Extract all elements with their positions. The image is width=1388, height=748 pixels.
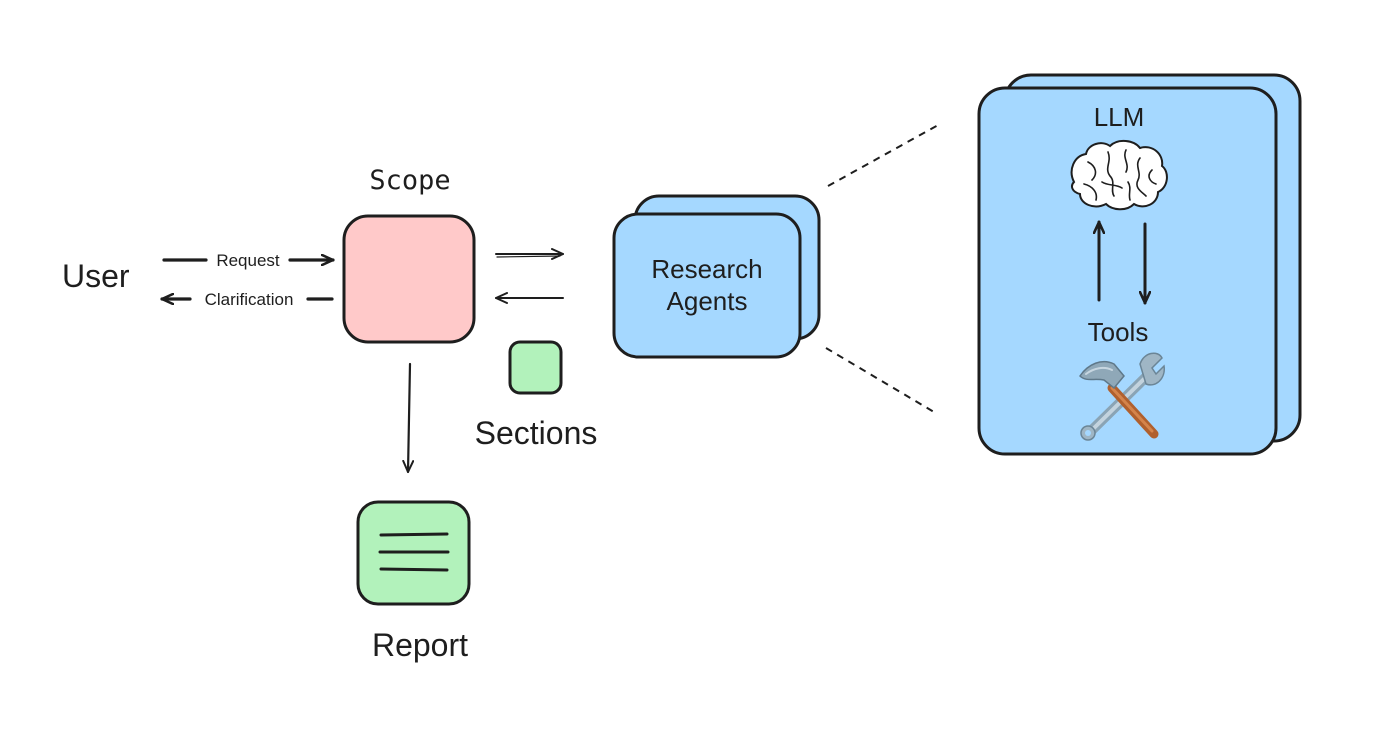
report-label: Report — [372, 627, 468, 663]
agent-detail-card — [977, 86, 1278, 456]
hammer-and-wrench-icon — [1079, 352, 1165, 441]
scope-label: Scope — [369, 165, 450, 196]
document-lines-icon — [356, 500, 471, 606]
scope-to-report-arrow — [402, 362, 415, 474]
sections-label: Sections — [475, 415, 598, 451]
agent-detail-panel: LLM Tools — [977, 73, 1302, 456]
zoom-connector-top — [827, 123, 941, 187]
clarification-label: Clarification — [205, 290, 294, 309]
tools-label: Tools — [1088, 317, 1149, 347]
llm-label: LLM — [1094, 102, 1145, 132]
research-agents-stack: Research Agents — [612, 194, 821, 359]
research-agents-label-line2: Agents — [667, 286, 748, 316]
user-label: User — [62, 258, 130, 294]
scope-box — [342, 214, 476, 344]
research-agents-box — [612, 212, 802, 359]
request-label: Request — [216, 251, 280, 270]
scope-to-agents-arrow — [495, 248, 564, 260]
sections-box — [508, 340, 563, 395]
zoom-connector-bottom — [825, 347, 935, 413]
brain-icon — [1070, 140, 1168, 211]
research-agents-label-line1: Research — [651, 254, 762, 284]
